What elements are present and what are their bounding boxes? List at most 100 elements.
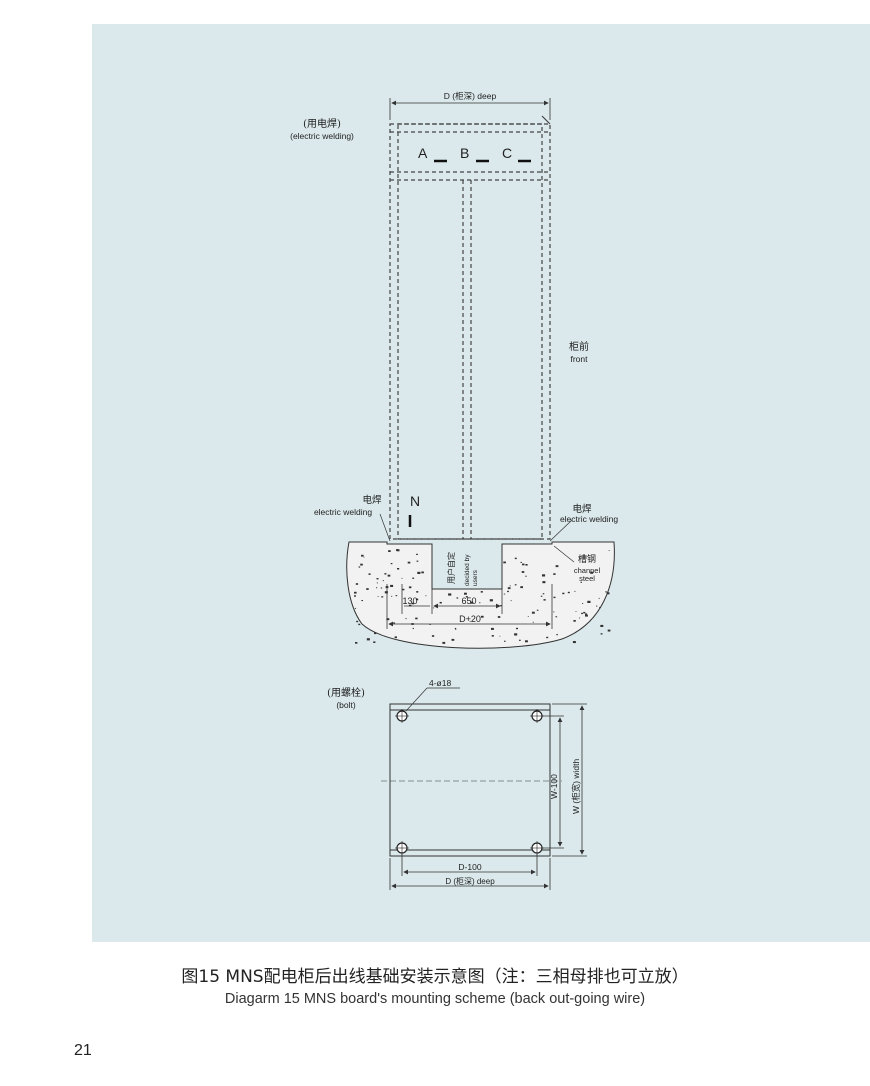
speckle (509, 585, 511, 587)
speckle (361, 554, 364, 557)
phase-busbars (408, 159, 531, 527)
decided-en-group: decided by users (464, 554, 479, 586)
speckle (562, 592, 565, 595)
mounting-diagram: A B C N D (柜深) deep (用电焊) (electric weld… (290, 91, 618, 890)
speckle (366, 588, 369, 590)
speckle (376, 582, 378, 584)
diagram-panel: A B C N D (柜深) deep (用电焊) (electric weld… (92, 24, 870, 942)
speckle (507, 587, 511, 590)
decided-en2: users (472, 569, 479, 586)
speckle (525, 564, 528, 566)
speckle (480, 591, 483, 593)
speckle (575, 611, 577, 612)
speckle (532, 621, 534, 623)
top-depth-dimension (389, 98, 551, 120)
speckle (407, 561, 411, 564)
decided-by-users: 用户自定 (446, 552, 456, 584)
speckle (439, 601, 442, 604)
speckle (531, 611, 535, 614)
speckle (514, 557, 517, 560)
speckle (542, 593, 545, 595)
speckle (425, 595, 427, 597)
width-group: W (柜宽) width (571, 758, 581, 814)
speckle (384, 573, 387, 575)
speckle (491, 627, 494, 630)
speckle (585, 613, 588, 615)
speckle (596, 605, 598, 607)
speckle (581, 612, 583, 615)
speckle (522, 563, 525, 566)
speckle (374, 632, 377, 635)
holes-leader (405, 687, 428, 712)
speckle (412, 627, 414, 629)
speckle (354, 595, 356, 597)
speckle (516, 627, 518, 630)
speckle (600, 633, 603, 635)
dim-650: 650 (461, 596, 476, 606)
speckle (416, 560, 419, 562)
speckle (421, 571, 424, 574)
speckle (390, 563, 393, 565)
speckle (525, 640, 528, 643)
speckle (387, 574, 391, 577)
speckle (555, 616, 558, 618)
speckle (579, 617, 581, 619)
channel-en1: channel (574, 566, 601, 575)
speckle (542, 574, 546, 577)
speckle (578, 556, 580, 558)
speckle (381, 596, 384, 598)
speckle (574, 590, 576, 592)
speckle (355, 583, 359, 585)
speckle (360, 563, 363, 566)
speckle (580, 581, 582, 583)
speckle (376, 578, 379, 580)
speckle (469, 620, 471, 622)
weld-top-en: (electric welding) (290, 131, 354, 141)
speckle (366, 638, 370, 641)
speckle (363, 556, 365, 558)
phase-b-label: B (460, 145, 469, 161)
speckle (553, 611, 555, 613)
phase-a-label: A (418, 145, 428, 161)
speckle (416, 591, 419, 593)
weld-right-en: electric welding (560, 514, 618, 524)
speckle (416, 553, 418, 555)
speckle (599, 606, 601, 609)
speckle (514, 633, 518, 636)
speckle (497, 616, 501, 618)
speckle (585, 614, 588, 617)
width-dimensions (542, 703, 587, 857)
decided-en1: decided by (464, 554, 471, 586)
speckle (527, 616, 529, 617)
plan-view (381, 703, 562, 857)
speckle (354, 607, 357, 609)
speckle (605, 591, 607, 593)
speckle (600, 624, 604, 627)
speckle (402, 588, 405, 591)
speckle (386, 618, 390, 621)
weld-right-leader (549, 519, 573, 542)
speckle (391, 595, 393, 597)
speckle (543, 599, 546, 601)
holes-label: 4-ø18 (429, 678, 451, 688)
speckle (504, 640, 506, 642)
speckle (396, 549, 400, 552)
dim-130: 130 (402, 596, 417, 606)
speckle (397, 568, 400, 570)
speckle (455, 628, 457, 630)
speckle (503, 561, 506, 564)
speckle (540, 595, 543, 597)
speckle (465, 596, 468, 598)
speckle (519, 639, 521, 641)
speckle (417, 571, 421, 574)
bolt-holes (395, 709, 544, 855)
front-cn: 柜前 (569, 340, 589, 353)
speckle (546, 636, 549, 639)
speckle (507, 590, 509, 593)
speckle (373, 641, 376, 643)
speckle (412, 577, 415, 579)
speckle (431, 635, 435, 637)
speckle (380, 587, 383, 589)
weld-top-cn: (用电焊) (303, 117, 341, 130)
speckle (587, 600, 591, 603)
